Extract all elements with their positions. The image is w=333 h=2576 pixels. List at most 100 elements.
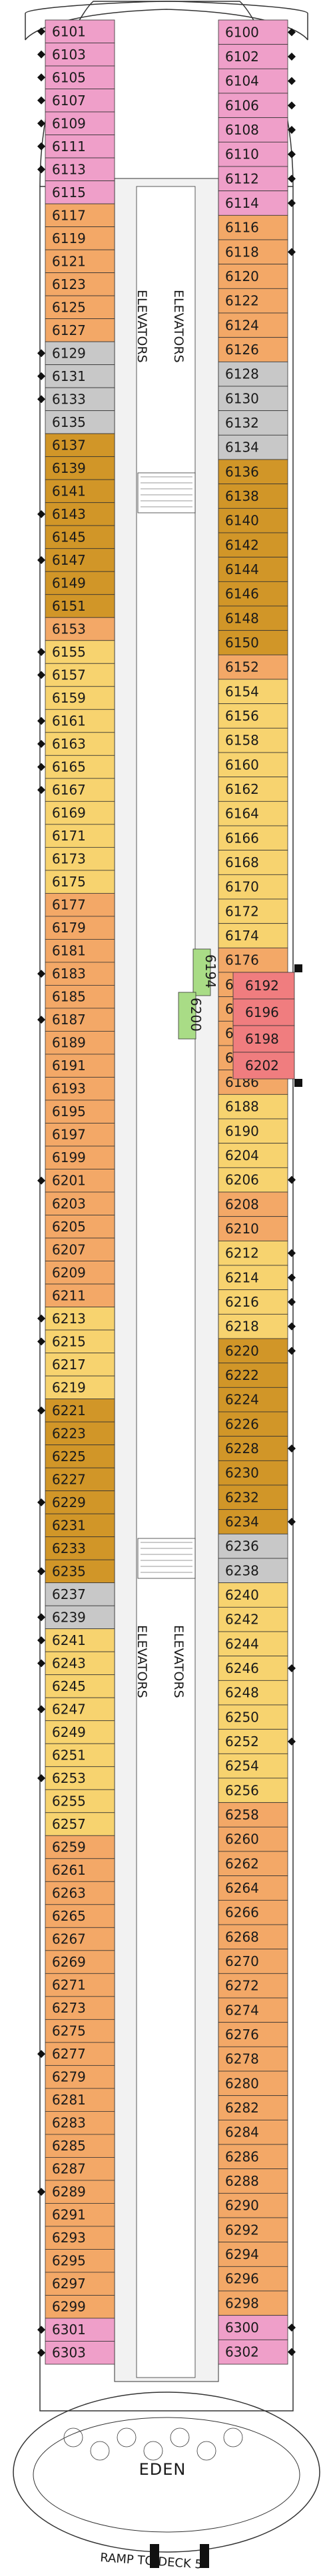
cabin-box[interactable] xyxy=(45,1353,115,1377)
cabin-6130[interactable]: 6130 xyxy=(218,386,288,412)
cabin-6239[interactable]: 6239 xyxy=(37,1605,115,1630)
cabin-6258[interactable]: 6258 xyxy=(218,1802,288,1827)
cabin-box[interactable] xyxy=(218,2168,288,2194)
cabin-6187[interactable]: 6187 xyxy=(37,1008,115,1032)
cabin-6221[interactable]: 6221 xyxy=(37,1399,115,1423)
cabin-box[interactable] xyxy=(218,898,288,924)
cabin-6200[interactable]: 6200 xyxy=(178,992,204,1040)
cabin-6235[interactable]: 6235 xyxy=(37,1559,115,1584)
cabin-6288[interactable]: 6288 xyxy=(218,2168,288,2194)
cabin-box[interactable] xyxy=(45,1054,115,1078)
cabin-6106[interactable]: 6106 xyxy=(218,93,296,119)
cabin-6264[interactable]: 6264 xyxy=(218,1875,288,1901)
cabin-6151[interactable]: 6151 xyxy=(45,594,115,618)
cabin-6154[interactable]: 6154 xyxy=(218,679,288,705)
cabin-6249[interactable]: 6249 xyxy=(45,1720,115,1744)
cabin-6211[interactable]: 6211 xyxy=(45,1283,115,1307)
cabin-6103[interactable]: 6103 xyxy=(37,43,115,67)
cabin-box[interactable] xyxy=(218,1460,288,1486)
cabin-6272[interactable]: 6272 xyxy=(218,1973,288,1999)
cabin-box[interactable] xyxy=(45,135,115,159)
cabin-6290[interactable]: 6290 xyxy=(218,2192,288,2218)
cabin-6119[interactable]: 6119 xyxy=(45,226,115,250)
cabin-6204[interactable]: 6204 xyxy=(218,1143,288,1168)
cabin-box[interactable] xyxy=(218,2071,288,2096)
cabin-6128[interactable]: 6128 xyxy=(218,361,288,387)
cabin-6144[interactable]: 6144 xyxy=(218,557,288,582)
cabin-6194[interactable]: 6194 xyxy=(192,948,218,996)
cabin-6139[interactable]: 6139 xyxy=(45,456,115,480)
cabin-6153[interactable]: 6153 xyxy=(45,617,115,641)
cabin-6280[interactable]: 6280 xyxy=(218,2071,288,2096)
cabin-6243[interactable]: 6243 xyxy=(37,1651,115,1676)
cabin-6146[interactable]: 6146 xyxy=(218,581,288,607)
cabin-6252[interactable]: 6252 xyxy=(218,1729,296,1754)
cabin-box[interactable] xyxy=(218,44,288,69)
cabin-6105[interactable]: 6105 xyxy=(37,65,115,89)
cabin-box[interactable] xyxy=(45,65,115,89)
cabin-box[interactable] xyxy=(45,892,115,917)
cabin-6118[interactable]: 6118 xyxy=(218,239,296,265)
cabin-6250[interactable]: 6250 xyxy=(218,1704,288,1730)
cabin-6112[interactable]: 6112 xyxy=(218,166,296,192)
cabin-6110[interactable]: 6110 xyxy=(218,141,296,167)
cabin-6131[interactable]: 6131 xyxy=(37,364,115,388)
cabin-box[interactable] xyxy=(45,640,115,664)
cabin-6147[interactable]: 6147 xyxy=(37,548,115,572)
cabin-6123[interactable]: 6123 xyxy=(45,272,115,296)
cabin-6289[interactable]: 6289 xyxy=(37,2180,115,2204)
cabin-box[interactable] xyxy=(45,1031,115,1055)
cabin-box[interactable] xyxy=(45,410,115,434)
cabin-box[interactable] xyxy=(218,264,288,289)
cabin-6181[interactable]: 6181 xyxy=(45,938,115,963)
cabin-6191[interactable]: 6191 xyxy=(45,1054,115,1078)
cabin-6294[interactable]: 6294 xyxy=(218,2242,288,2267)
cabin-box[interactable] xyxy=(192,948,211,996)
cabin-box[interactable] xyxy=(218,1240,288,1266)
cabin-box[interactable] xyxy=(218,337,288,362)
cabin-box[interactable] xyxy=(218,1680,288,1706)
cabin-6179[interactable]: 6179 xyxy=(45,916,115,940)
cabin-6201[interactable]: 6201 xyxy=(37,1169,115,1193)
cabin-6248[interactable]: 6248 xyxy=(218,1680,288,1706)
cabin-box[interactable] xyxy=(45,846,115,871)
cabin-6251[interactable]: 6251 xyxy=(45,1743,115,1768)
cabin-6140[interactable]: 6140 xyxy=(218,507,288,533)
cabin-box[interactable] xyxy=(45,1329,115,1353)
cabin-box[interactable] xyxy=(218,703,288,729)
cabin-6168[interactable]: 6168 xyxy=(218,850,288,875)
cabin-box[interactable] xyxy=(45,1215,115,1239)
cabin-6278[interactable]: 6278 xyxy=(218,2046,288,2072)
cabin-box[interactable] xyxy=(45,433,115,458)
cabin-box[interactable] xyxy=(218,117,288,143)
cabin-box[interactable] xyxy=(45,2110,115,2135)
cabin-6229[interactable]: 6229 xyxy=(37,1490,115,1514)
cabin-6205[interactable]: 6205 xyxy=(45,1215,115,1239)
cabin-6163[interactable]: 6163 xyxy=(37,732,115,756)
cabin-6254[interactable]: 6254 xyxy=(218,1753,288,1779)
cabin-box[interactable] xyxy=(45,2088,115,2112)
cabin-box[interactable] xyxy=(45,1651,115,1676)
cabin-6263[interactable]: 6263 xyxy=(45,1881,115,1905)
cabin-6206[interactable]: 6206 xyxy=(218,1167,296,1193)
cabin-box[interactable] xyxy=(218,1924,288,1950)
cabin-box[interactable] xyxy=(218,679,288,705)
cabin-6117[interactable]: 6117 xyxy=(45,203,115,227)
cabin-box[interactable] xyxy=(45,1605,115,1630)
cabin-box[interactable] xyxy=(218,1777,288,1803)
cabin-box[interactable] xyxy=(45,1996,115,2020)
cabin-box[interactable] xyxy=(45,2203,115,2227)
cabin-6170[interactable]: 6170 xyxy=(218,874,288,900)
cabin-box[interactable] xyxy=(218,630,288,655)
cabin-box[interactable] xyxy=(218,1656,288,1681)
cabin-6241[interactable]: 6241 xyxy=(37,1628,115,1652)
cabin-box[interactable] xyxy=(45,1008,115,1032)
cabin-box[interactable] xyxy=(218,2242,288,2267)
cabin-6100[interactable]: 6100 xyxy=(218,19,296,45)
cabin-box[interactable] xyxy=(45,916,115,940)
cabin-6232[interactable]: 6232 xyxy=(218,1484,288,1510)
cabin-6240[interactable]: 6240 xyxy=(218,1582,288,1608)
cabin-6242[interactable]: 6242 xyxy=(218,1606,288,1632)
cabin-6220[interactable]: 6220 xyxy=(218,1338,296,1364)
cabin-6143[interactable]: 6143 xyxy=(37,502,115,526)
